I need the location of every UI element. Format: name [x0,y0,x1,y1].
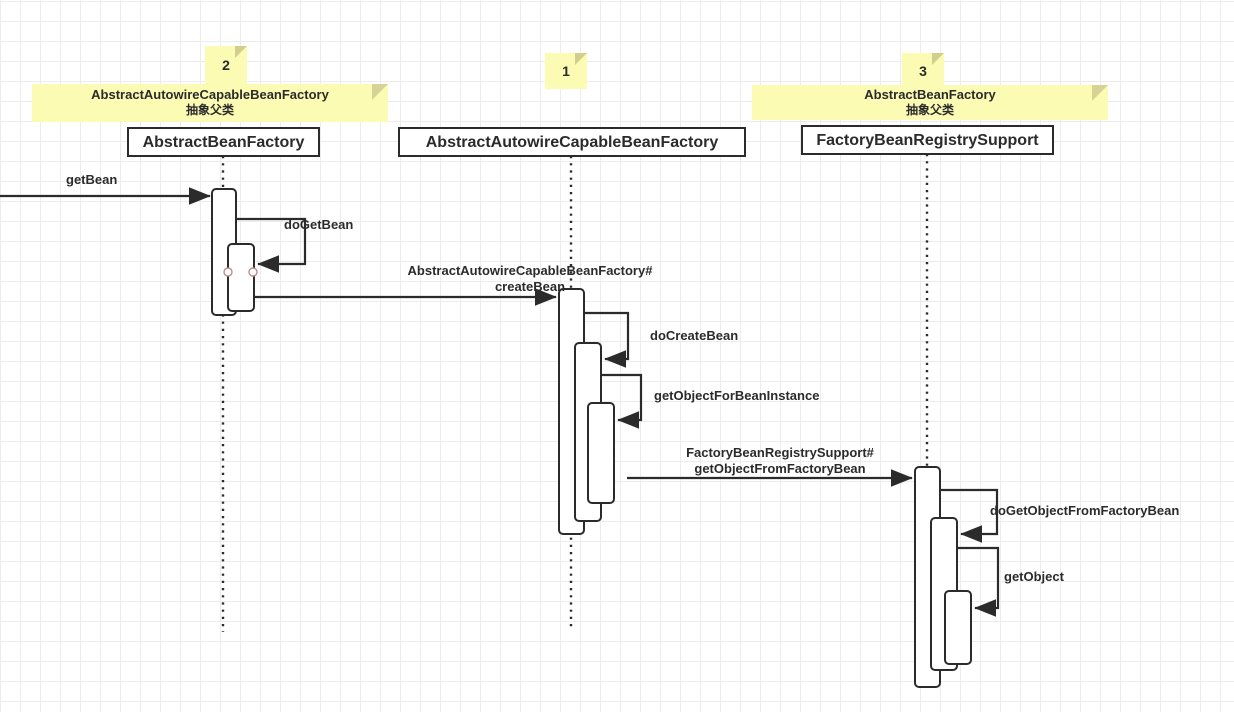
resize-handle-left [223,267,233,277]
message-label-do-get-object-from-factory-bean: doGetObjectFromFactoryBean [990,503,1180,518]
arrow-get-object [957,546,1000,617]
note-fold-icon [932,53,944,65]
message-label-do-get-bean: doGetBean [284,217,354,232]
lifeline-header-factory-bean-registry-support[interactable]: FactoryBeanRegistrySupport [801,125,1054,155]
note-badge-label: 3 [919,63,927,79]
note-abstract-bean-factory[interactable]: AbstractBeanFactory 抽象父类 [752,85,1108,120]
message-label-do-create-bean: doCreateBean [650,328,739,343]
lifeline-header-abstract-autowire-capable-bean-factory[interactable]: AbstractAutowireCapableBeanFactory [398,127,746,157]
message-label-get-object-from-factory-bean: FactoryBeanRegistrySupport# getObjectFro… [686,445,874,476]
note-fold-icon [575,53,587,65]
message-label-get-bean: getBean [66,172,118,187]
note-abstract-autowire-capable-bean-factory[interactable]: AbstractAutowireCapableBeanFactory 抽象父类 [32,84,388,122]
note-fold-icon [372,84,388,100]
note-badge-1[interactable]: 1 [545,53,587,89]
arrow-get-object-for-bean-instance [601,373,643,429]
activation-bar-getobjectforbeaninstance [587,402,615,504]
note-title: AbstractBeanFactory [864,87,996,102]
message-label-get-object: getObject [1004,569,1064,584]
note-badge-3[interactable]: 3 [902,53,944,89]
note-badge-label: 1 [562,63,570,79]
message-label-get-object-for-bean-instance: getObjectForBeanInstance [654,388,820,403]
note-subtitle: 抽象父类 [905,103,954,117]
activation-bar-dogetbean [227,243,255,312]
lifeline-header-abstract-bean-factory[interactable]: AbstractBeanFactory [127,127,320,157]
arrow-do-get-bean [236,217,307,273]
arrow-do-get-object-from-factory-bean [940,488,999,543]
note-badge-label: 2 [222,57,230,73]
resize-handle-right [248,267,258,277]
note-fold-icon [1092,85,1108,101]
note-subtitle: 抽象父类 [185,103,234,117]
message-label-create-bean: AbstractAutowireCapableBeanFactory# crea… [407,263,653,294]
note-fold-icon [235,46,247,58]
activation-bar-getobject [944,590,972,665]
note-badge-2[interactable]: 2 [205,46,247,84]
note-title: AbstractAutowireCapableBeanFactory [91,87,329,102]
arrow-do-create-bean [584,311,630,368]
